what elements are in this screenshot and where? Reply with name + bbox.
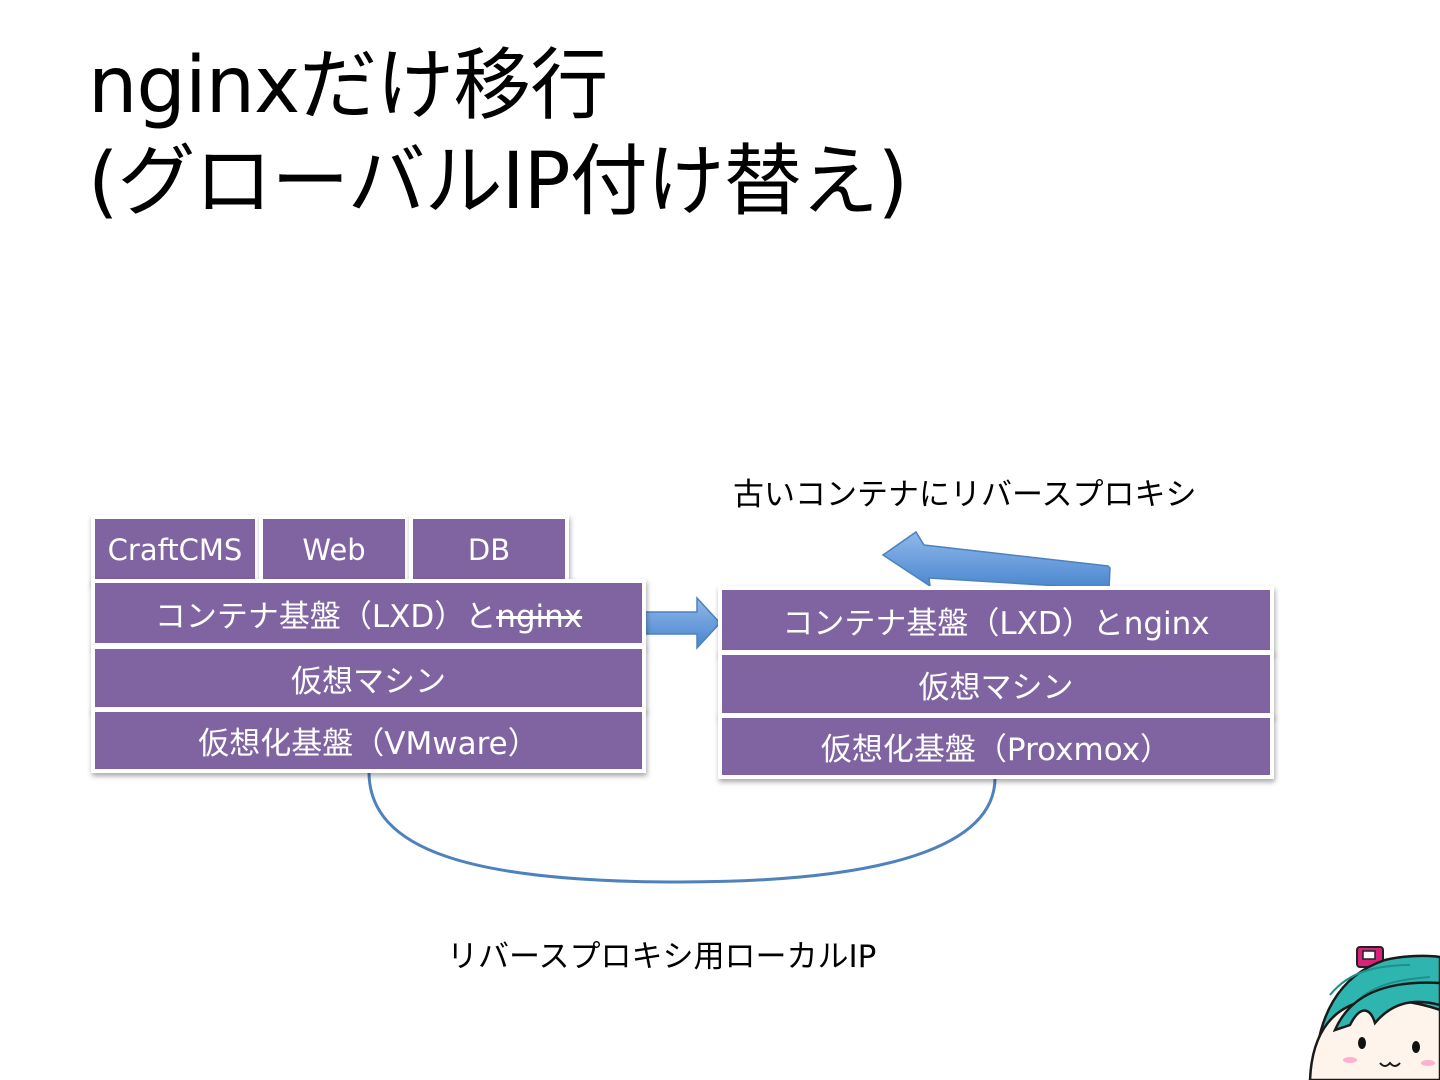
app-craftcms-box: CraftCMS xyxy=(91,515,259,584)
slide-title: nginxだけ移行 (グローバルIP付け替え) xyxy=(88,38,908,230)
vm-label: 仮想マシン xyxy=(291,663,446,700)
container-label-prefix: コンテナ基盤（LXD）と xyxy=(154,598,497,635)
reverse-proxy-arrow xyxy=(881,530,1111,590)
mascot-illustration xyxy=(1308,946,1440,1080)
container-label-struck: nginx xyxy=(496,598,583,635)
app-web-box: Web xyxy=(259,515,409,584)
container-label: コンテナ基盤（LXD）とnginx xyxy=(782,605,1210,642)
local-ip-caption: リバースプロキシ用ローカルIP xyxy=(447,939,877,975)
reverse-proxy-caption: 古いコンテナにリバースプロキシ xyxy=(733,477,1197,513)
local-ip-connector xyxy=(367,771,997,884)
title-line-2: (グローバルIP付け替え) xyxy=(88,137,908,227)
right-hypervisor-layer: 仮想化基盤（Proxmox） xyxy=(718,714,1274,779)
app-label: DB xyxy=(467,532,511,567)
migrate-arrow xyxy=(643,596,722,650)
left-container-layer: コンテナ基盤（LXD）とnginx xyxy=(91,579,646,647)
vm-label: 仮想マシン xyxy=(918,669,1074,706)
left-vm-layer: 仮想マシン xyxy=(91,645,646,711)
hypervisor-label: 仮想化基盤（VMware） xyxy=(198,726,539,762)
app-db-box: DB xyxy=(409,515,569,584)
title-line-1: nginxだけ移行 xyxy=(88,41,608,131)
container-label: コンテナ基盤（LXD）とnginx xyxy=(155,591,582,636)
hypervisor-label: 仮想化基盤（Proxmox） xyxy=(820,732,1172,768)
left-hypervisor-layer: 仮想化基盤（VMware） xyxy=(91,708,646,773)
app-label: Web xyxy=(302,532,366,567)
right-container-layer: コンテナ基盤（LXD）とnginx xyxy=(718,586,1274,654)
app-label: CraftCMS xyxy=(107,532,243,567)
right-vm-layer: 仮想マシン xyxy=(718,651,1274,717)
